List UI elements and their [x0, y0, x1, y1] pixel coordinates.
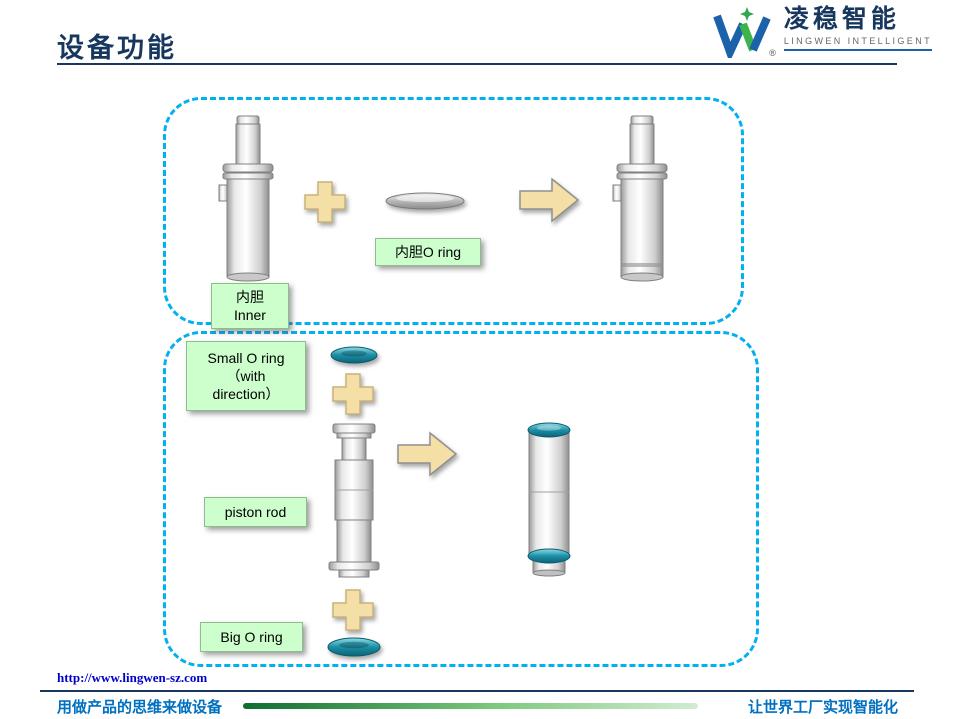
logo-text: 凌稳智能 LINGWEN INTELLIGENT: [783, 5, 932, 51]
small-oring-label: Small O ring （with direction）: [186, 341, 306, 411]
footer-green-bar: [243, 703, 698, 709]
piston-rod-label: piston rod: [204, 497, 307, 527]
big-oring-illustration: [327, 637, 381, 657]
plus-icon: [304, 181, 346, 223]
footer-slogan-left: 用做产品的思维来做设备: [57, 699, 223, 716]
plus-icon: [332, 589, 374, 631]
big-oring-label: Big O ring: [200, 622, 303, 652]
arrow-right-icon: [397, 431, 458, 477]
inner-oring-label: 内胆O ring: [375, 238, 481, 266]
inner-part-label: 内胆 Inner: [211, 283, 289, 329]
inner-label-line1: 内胆: [236, 288, 264, 305]
inner-label-line2: Inner: [234, 307, 266, 323]
inner-part-assembled-illustration: [612, 115, 668, 282]
logo-w-icon: [713, 7, 771, 58]
bottom-assembly-group: [163, 331, 759, 667]
small-oring-line3: direction）: [212, 386, 280, 403]
small-oring-illustration: [330, 346, 378, 364]
plus-icon: [332, 373, 374, 415]
small-oring-line2: （with: [226, 367, 266, 384]
piston-rod-label-text: piston rod: [224, 503, 287, 520]
top-assembly-group: [163, 97, 744, 325]
piston-assembled-illustration: [527, 422, 571, 577]
registered-mark: ®: [769, 48, 776, 58]
footer-slogan-right: 让世界工厂实现智能化: [747, 699, 898, 716]
inner-part-illustration: [218, 115, 274, 282]
logo-subtitle: LINGWEN INTELLIGENT: [783, 35, 932, 46]
inner-oring-label-text: 内胆O ring: [394, 243, 462, 260]
arrow-right-icon: [519, 177, 580, 223]
footer-divider: [40, 690, 914, 692]
website-link[interactable]: http://www.lingwen-sz.com: [57, 670, 208, 685]
inner-oring-illustration: [385, 192, 465, 210]
small-oring-line1: Small O ring: [207, 349, 285, 366]
page-title: 设备功能: [57, 33, 177, 63]
piston-rod-illustration: [328, 423, 380, 578]
title-underline: [57, 63, 897, 65]
company-logo: ® 凌稳智能 LINGWEN INTELLIGENT: [711, 5, 932, 58]
logo-underline: [783, 48, 932, 51]
logo-brand: 凌稳智能: [783, 5, 900, 33]
big-oring-label-text: Big O ring: [220, 628, 283, 645]
